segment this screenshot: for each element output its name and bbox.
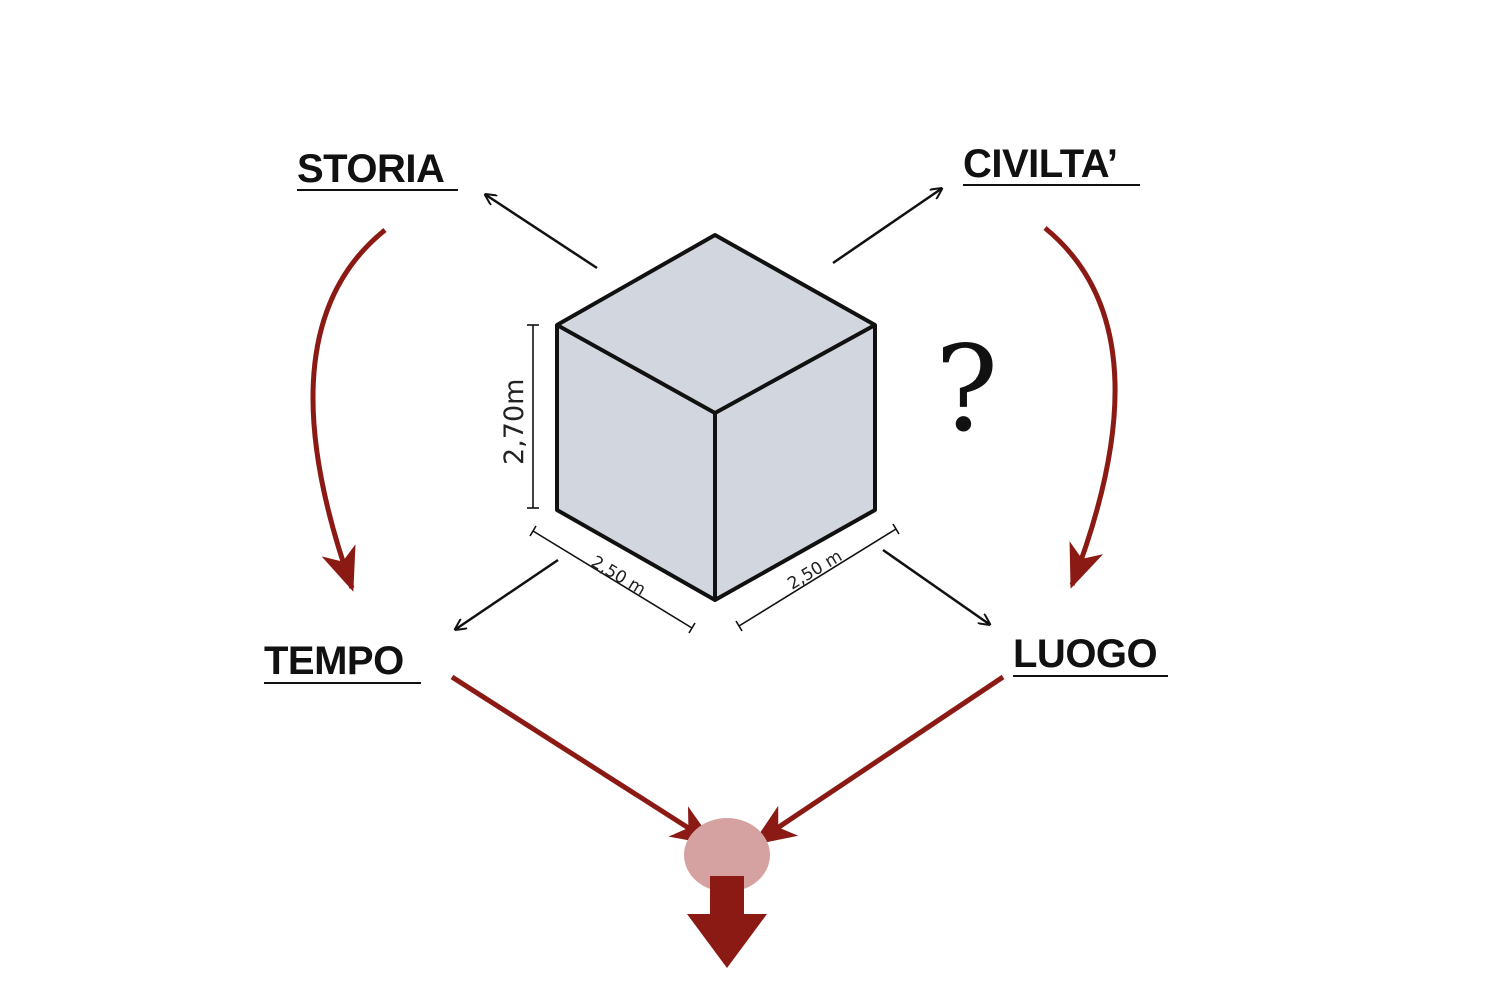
label-luogo: LUOGO [1013,632,1157,676]
dimension-lines [527,324,900,634]
height-label: 2,70m [499,379,530,465]
down-arrow-icon [687,876,767,968]
arrow-to-storia [486,195,598,270]
label-tempo: TEMPO [264,639,404,683]
arrow-to-tempo [456,558,559,629]
arrow-to-civilta [832,189,941,265]
arrow-to-luogo [882,548,989,624]
black-arrows [456,189,989,629]
arrow-luogo-to-center [751,674,1005,846]
question-mark: ? [935,320,998,458]
red-arrows [310,226,1118,846]
label-storia: STORIA [297,147,444,191]
arrow-tempo-to-center [450,674,716,846]
arrow-storia-to-tempo [310,228,387,592]
arrow-civilta-to-luogo [1043,226,1118,589]
label-civilta: CIVILTA’ [963,142,1118,186]
convergence-circle [684,818,770,892]
cube [555,233,877,602]
